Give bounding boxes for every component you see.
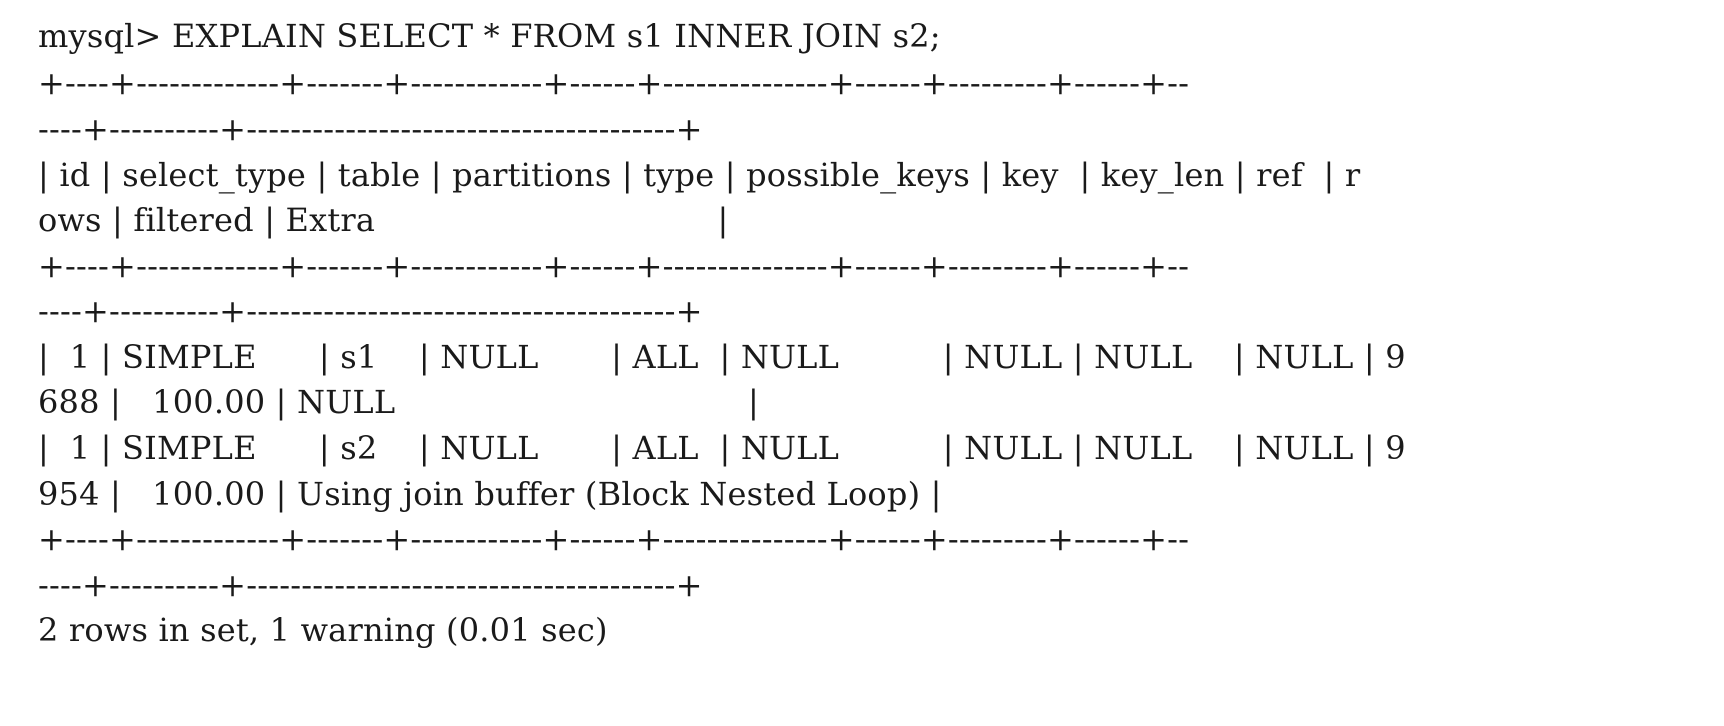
table-border-top-1: +----+-------------+-------+------------… <box>38 64 1190 102</box>
table-header-1: | id | select_type | table | partitions … <box>38 156 1361 194</box>
table-border-mid-1: +----+-------------+-------+------------… <box>38 247 1190 285</box>
table-row-2b: 954 | 100.00 | Using join buffer (Block … <box>38 475 942 513</box>
table-border-bot-2: ----+----------+------------------------… <box>38 566 703 604</box>
table-header-2: ows | filtered | Extra | <box>38 201 729 239</box>
result-summary: 2 rows in set, 1 warning (0.01 sec) <box>38 611 608 649</box>
table-row-2a: | 1 | SIMPLE | s2 | NULL | ALL | NULL | … <box>38 429 1406 467</box>
table-border-top-2: ----+----------+------------------------… <box>38 110 703 148</box>
table-border-mid-2: ----+----------+------------------------… <box>38 292 703 330</box>
table-row-1a: | 1 | SIMPLE | s1 | NULL | ALL | NULL | … <box>38 338 1406 376</box>
table-row-1b: 688 | 100.00 | NULL | <box>38 383 759 421</box>
command-line: mysql> EXPLAIN SELECT * FROM s1 INNER JO… <box>38 17 941 55</box>
table-border-bot-1: +----+-------------+-------+------------… <box>38 520 1190 558</box>
